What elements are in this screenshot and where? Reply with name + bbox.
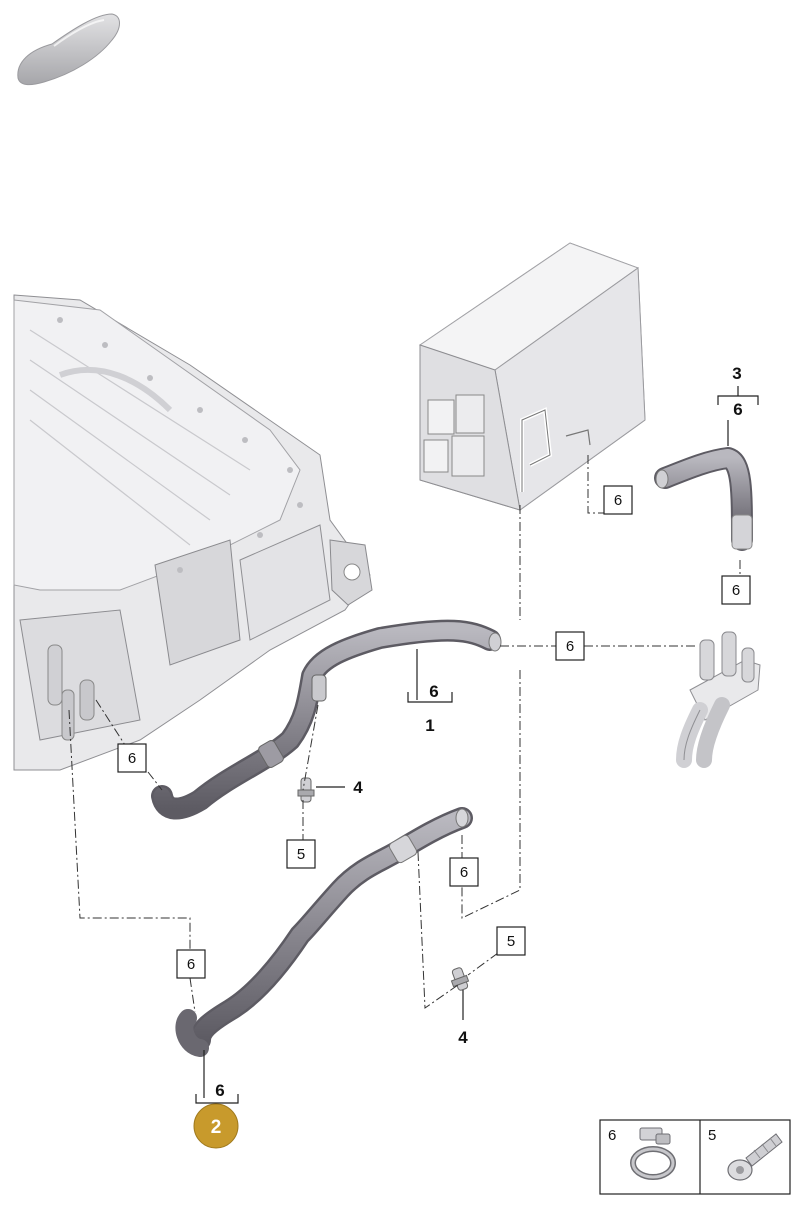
svg-text:6: 6: [732, 582, 740, 599]
box-callout-5-lower[interactable]: 5: [496, 926, 526, 956]
hose-part-2: [175, 807, 473, 1057]
part-2-number: 2: [211, 1117, 222, 1138]
part-3-number: 3: [732, 364, 741, 383]
leader-lines: [68, 455, 741, 1013]
part-2-sub-6: 6: [215, 1081, 224, 1100]
callout-part-3[interactable]: 3 6: [717, 364, 759, 446]
svg-text:6: 6: [614, 492, 622, 509]
svg-text:5: 5: [297, 846, 305, 863]
hotspot-marker: [193, 1103, 239, 1149]
hose-part-3: [654, 447, 753, 551]
small-parts-legend: 6 5: [599, 1119, 791, 1195]
car-silhouette-icon: [17, 13, 120, 86]
hose-part-1: [151, 619, 502, 820]
legend-item-clamp[interactable]: 6: [608, 1127, 676, 1180]
svg-text:6: 6: [460, 864, 468, 881]
control-unit: [418, 242, 646, 511]
bolt-part-4-upper: [297, 777, 315, 803]
part-4-lower-number: 4: [458, 1028, 468, 1047]
svg-text:5: 5: [507, 933, 515, 950]
part-1-number: 1: [425, 716, 434, 735]
box-callout-6-controller[interactable]: 6: [603, 485, 633, 515]
svg-text:6: 6: [187, 956, 195, 973]
box-callout-6-hose3-lower[interactable]: 6: [721, 575, 751, 605]
callout-part-1[interactable]: 6 1: [407, 649, 453, 735]
part-1-sub-6: 6: [429, 682, 438, 701]
hose-clamp-icon: [630, 1127, 676, 1180]
coolant-manifold: [676, 631, 761, 768]
callout-part-2[interactable]: 6 2: [193, 1050, 239, 1149]
legend-item-bolt[interactable]: 5: [708, 1127, 783, 1181]
svg-text:6: 6: [128, 750, 136, 767]
box-callout-6-hose2-end[interactable]: 6: [449, 857, 479, 887]
box-callout-6-hose1-end[interactable]: 6: [555, 631, 585, 661]
bolt-part-4-lower: [450, 967, 470, 991]
legend-bolt-label: 5: [708, 1127, 716, 1144]
part-4-upper-number: 4: [353, 778, 363, 797]
inverter-housing: [13, 294, 373, 771]
legend-clamp-label: 6: [608, 1127, 616, 1144]
box-callout-6-left[interactable]: 6: [117, 743, 147, 773]
box-callout-6-lower-left[interactable]: 6: [176, 949, 206, 979]
callout-part-4-lower[interactable]: 4: [458, 990, 468, 1047]
callout-part-4-upper[interactable]: 4: [316, 778, 363, 797]
bolt-icon: [727, 1133, 783, 1181]
box-callout-5-upper[interactable]: 5: [286, 839, 316, 869]
part-3-sub-6: 6: [733, 400, 742, 419]
svg-text:6: 6: [566, 638, 574, 655]
